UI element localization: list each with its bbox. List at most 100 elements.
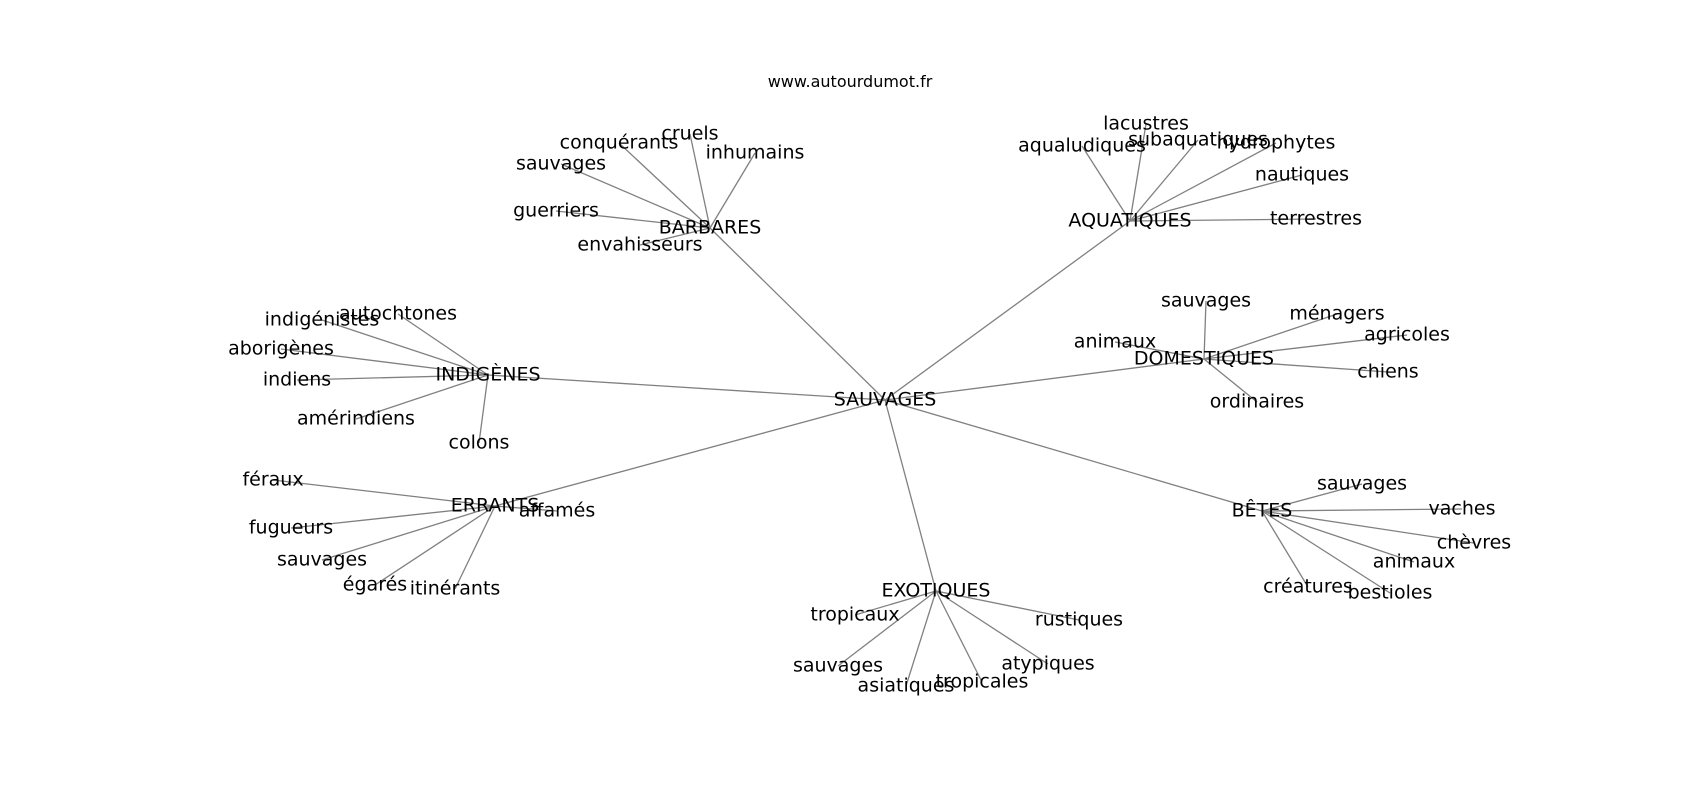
edge-hub-to-leaf bbox=[1203, 313, 1338, 360]
edge-hub-to-leaf bbox=[1129, 218, 1317, 222]
leaf-node[interactable]: sauvages bbox=[516, 153, 606, 175]
leaf-node[interactable]: indigénistes bbox=[265, 309, 380, 331]
edge-hub-to-leaf bbox=[1129, 142, 1277, 222]
edge-hub-to-leaf bbox=[689, 133, 711, 229]
edge-hub-to-leaf bbox=[296, 374, 489, 381]
edge-hub-to-leaf bbox=[321, 319, 489, 376]
edge-root-to-hub bbox=[884, 399, 1263, 512]
edge-hub-to-leaf bbox=[1129, 139, 1199, 222]
edge-hub-to-leaf bbox=[321, 505, 496, 561]
hub-node[interactable]: AQUATIQUES bbox=[1068, 210, 1191, 232]
edge-hub-to-leaf bbox=[454, 505, 496, 590]
edge-hub-to-leaf bbox=[1261, 510, 1415, 563]
leaf-node[interactable]: tropicaux bbox=[810, 604, 899, 626]
edge-hub-to-leaf bbox=[494, 505, 558, 512]
leaf-node[interactable]: atypiques bbox=[1001, 653, 1094, 675]
edge-hub-to-leaf bbox=[374, 505, 496, 586]
leaf-node[interactable]: chèvres bbox=[1437, 532, 1511, 554]
edge-hub-to-leaf bbox=[709, 152, 756, 229]
leaf-node[interactable]: rustiques bbox=[1035, 609, 1123, 631]
leaf-node[interactable]: sauvages bbox=[277, 549, 367, 571]
edge-root-to-hub bbox=[494, 399, 886, 507]
leaf-node[interactable]: animaux bbox=[1373, 551, 1455, 573]
edge-hub-to-leaf bbox=[1261, 510, 1475, 544]
edge-hub-to-leaf bbox=[560, 163, 711, 229]
edge-hub-to-leaf bbox=[935, 590, 1049, 665]
leaf-node[interactable]: égarés bbox=[343, 574, 407, 596]
edge-hub-to-leaf bbox=[1203, 358, 1389, 373]
hub-node[interactable]: BÊTES bbox=[1232, 499, 1293, 522]
edge-hub-to-leaf bbox=[1203, 358, 1258, 403]
edge-hub-to-leaf bbox=[1261, 510, 1391, 594]
leaf-node[interactable]: affamés bbox=[519, 500, 595, 522]
edge-hub-to-leaf bbox=[1261, 483, 1363, 512]
edge-root-to-hub bbox=[884, 220, 1131, 401]
edge-root-to-hub bbox=[487, 374, 886, 401]
hub-node[interactable]: DOMESTIQUES bbox=[1134, 348, 1274, 370]
edge-hub-to-leaf bbox=[290, 505, 496, 529]
leaf-node[interactable]: lacustres bbox=[1103, 113, 1189, 135]
edge-hub-to-leaf bbox=[555, 210, 711, 229]
edge-hub-to-leaf bbox=[478, 374, 489, 444]
edge-hub-to-leaf bbox=[272, 479, 496, 507]
leaf-node[interactable]: tropicales bbox=[936, 671, 1029, 693]
leaf-node[interactable]: asiatiques bbox=[858, 675, 955, 697]
hub-node[interactable]: INDIGÈNES bbox=[435, 363, 540, 386]
edge-hub-to-leaf bbox=[854, 590, 937, 616]
edge-hub-to-leaf bbox=[639, 227, 711, 246]
root-node[interactable]: SAUVAGES bbox=[834, 389, 937, 411]
leaf-node[interactable]: sauvages bbox=[1161, 290, 1251, 312]
graph-edges bbox=[272, 123, 1475, 687]
edge-hub-to-leaf bbox=[935, 590, 1080, 621]
leaf-node[interactable]: sauvages bbox=[793, 655, 883, 677]
leaf-node[interactable]: subaquatiques bbox=[1128, 129, 1268, 151]
edge-root-to-hub bbox=[884, 399, 937, 592]
leaf-node[interactable]: guerriers bbox=[513, 200, 599, 222]
edge-hub-to-leaf bbox=[1203, 334, 1408, 360]
leaf-node[interactable]: bestioles bbox=[1348, 582, 1433, 604]
edge-hub-to-leaf bbox=[1261, 508, 1463, 512]
leaf-node[interactable]: ordinaires bbox=[1210, 391, 1304, 413]
leaf-node[interactable]: indiens bbox=[263, 369, 331, 391]
leaf-node[interactable]: cruels bbox=[661, 123, 718, 145]
edge-hub-to-leaf bbox=[1129, 123, 1147, 222]
edge-root-to-hub bbox=[884, 358, 1205, 401]
edge-hub-to-leaf bbox=[280, 348, 489, 376]
edge-hub-to-leaf bbox=[355, 374, 489, 420]
leaf-node[interactable]: inhumains bbox=[706, 142, 805, 164]
leaf-node[interactable]: sauvages bbox=[1317, 473, 1407, 495]
leaf-node[interactable]: aqualudiques bbox=[1018, 135, 1146, 157]
leaf-node[interactable]: hydrophytes bbox=[1217, 132, 1336, 154]
leaf-node[interactable]: chiens bbox=[1357, 361, 1418, 383]
leaf-node[interactable]: colons bbox=[449, 432, 510, 454]
leaf-node[interactable]: autochtones bbox=[339, 303, 457, 325]
site-url: www.autourdumot.fr bbox=[767, 72, 933, 91]
edge-hub-to-leaf bbox=[1129, 174, 1303, 222]
leaf-node[interactable]: animaux bbox=[1074, 331, 1156, 353]
hub-node[interactable]: ERRANTS bbox=[451, 495, 540, 517]
leaf-node[interactable]: itinérants bbox=[410, 578, 501, 600]
leaf-node[interactable]: fugueurs bbox=[249, 517, 333, 539]
edge-hub-to-leaf bbox=[1081, 145, 1131, 222]
edge-hub-to-leaf bbox=[618, 142, 711, 229]
hub-node[interactable]: EXOTIQUES bbox=[882, 580, 991, 602]
hub-node[interactable]: BARBARES bbox=[659, 217, 762, 239]
leaf-node[interactable]: agricoles bbox=[1364, 324, 1450, 346]
leaf-node[interactable]: envahisseurs bbox=[577, 234, 702, 256]
leaf-node[interactable]: vaches bbox=[1429, 498, 1496, 520]
edge-hub-to-leaf bbox=[905, 590, 937, 687]
leaf-node[interactable]: amérindiens bbox=[297, 408, 415, 430]
edge-root-to-hub bbox=[709, 227, 886, 401]
edge-hub-to-leaf bbox=[1114, 341, 1205, 360]
leaf-node[interactable]: aborigènes bbox=[228, 338, 334, 360]
leaf-node[interactable]: nautiques bbox=[1255, 164, 1349, 186]
leaf-node[interactable]: conquérants bbox=[560, 132, 679, 154]
edge-hub-to-leaf bbox=[935, 590, 983, 683]
leaf-node[interactable]: créatures bbox=[1263, 576, 1353, 598]
leaf-node[interactable]: ménagers bbox=[1289, 303, 1384, 325]
leaf-node[interactable]: féraux bbox=[242, 469, 303, 491]
edge-hub-to-leaf bbox=[397, 313, 489, 376]
leaf-node[interactable]: terrestres bbox=[1270, 208, 1362, 230]
